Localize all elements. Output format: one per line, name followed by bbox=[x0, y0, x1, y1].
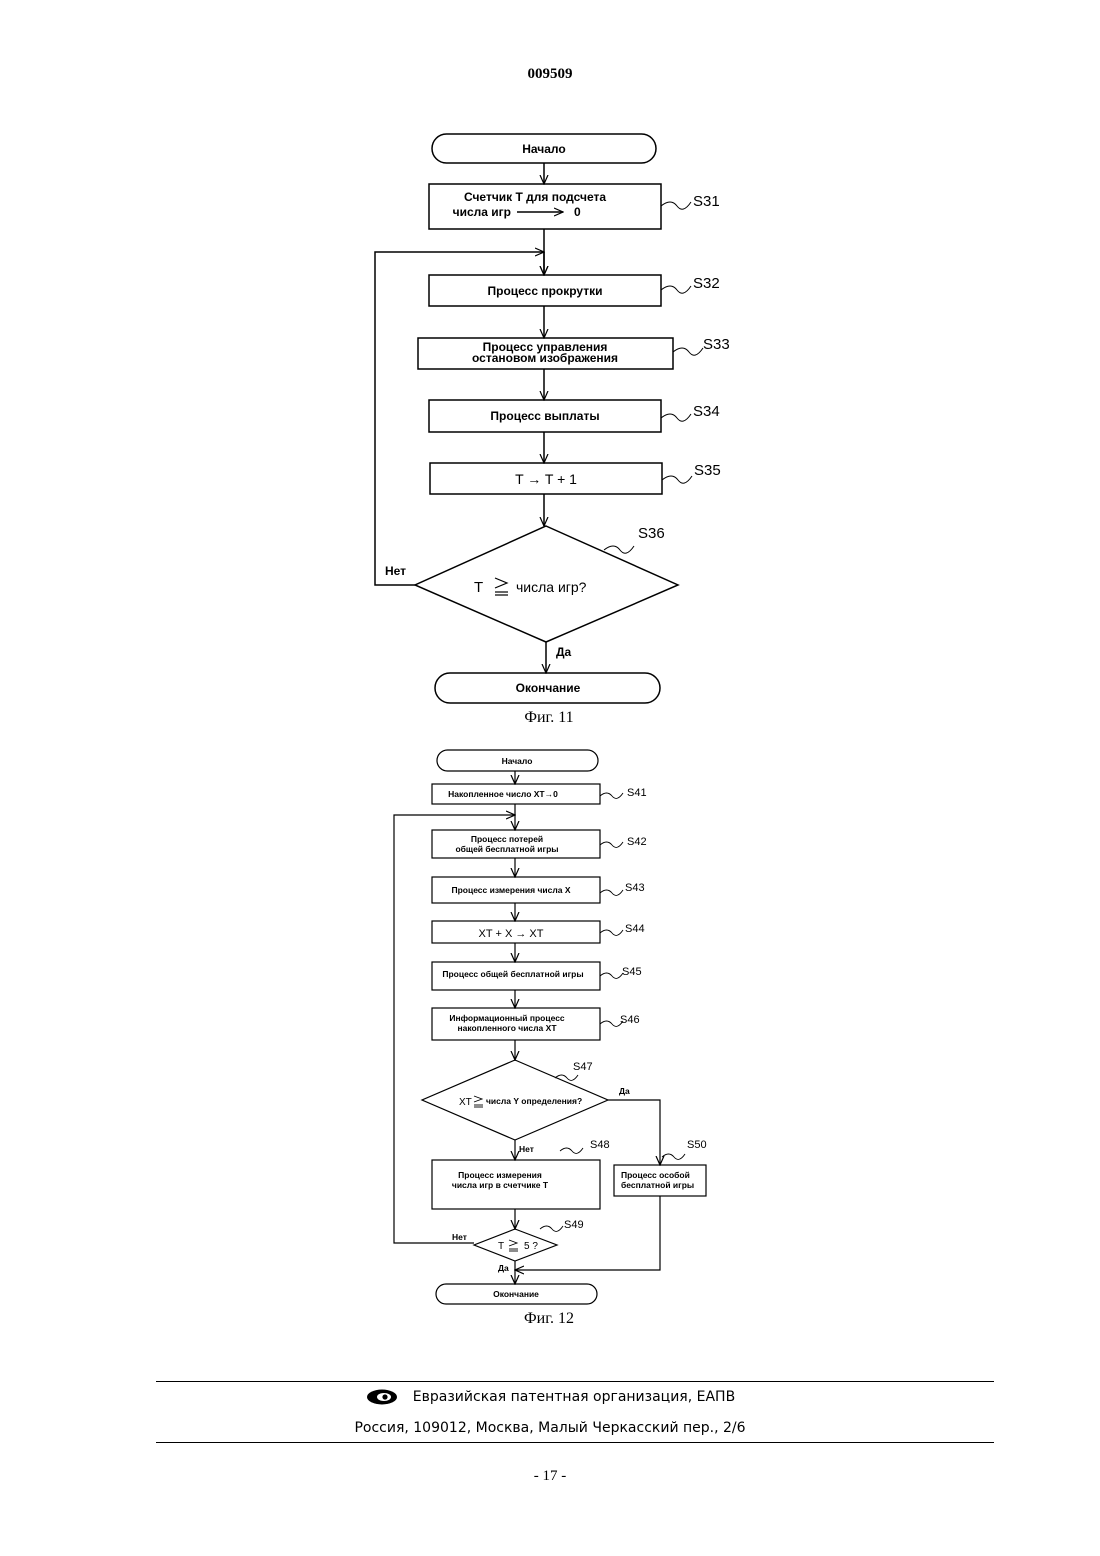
fig11-step-label-s35: S35 bbox=[694, 462, 721, 479]
fig12-s49-t: T bbox=[498, 1241, 504, 1252]
fig11-step-label-s31: S31 bbox=[693, 193, 720, 210]
fig12-step-label-s50: S50 bbox=[687, 1139, 707, 1151]
fig12-s44-label: XT + X → XT bbox=[479, 928, 544, 940]
fig11-s36-question: числа игр? bbox=[516, 579, 587, 595]
fig12-s47-yes-branch bbox=[608, 1100, 660, 1165]
fig11-s31-zero: 0 bbox=[574, 205, 581, 219]
fig11-s32-label: Процесс прокрутки bbox=[487, 284, 602, 298]
footer-bottom-rule bbox=[156, 1442, 994, 1443]
fig12-s49-question: 5 ? bbox=[524, 1241, 538, 1252]
fig12-s47-question: числа Y определения? bbox=[486, 1096, 582, 1106]
fig12-s50-line1: Процесс особой bbox=[621, 1170, 690, 1180]
fig12-end-label: Окончание bbox=[493, 1289, 539, 1299]
footer-address: Россия, 109012, Москва, Малый Черкасский… bbox=[0, 1420, 1100, 1436]
fig12-step-label-s46: S46 bbox=[620, 1014, 640, 1026]
footer-organization: Евразийская патентная организация, ЕАПВ bbox=[0, 1388, 1100, 1406]
fig12-s41-label: Накопленное число XT→0 bbox=[448, 789, 558, 799]
fig12-step-label-s45: S45 bbox=[622, 966, 642, 978]
fig12-s49-decision bbox=[474, 1229, 557, 1261]
fig11-s35-label: T → T + 1 bbox=[515, 471, 577, 487]
fig12-step-label-s48: S48 bbox=[590, 1139, 610, 1151]
fig12-caption: Фиг. 12 bbox=[524, 1310, 574, 1327]
fig12-s47-no-label: Нет bbox=[519, 1144, 534, 1154]
fig12-s43-label: Процесс измерения числа X bbox=[451, 885, 570, 895]
greater-equal-symbol bbox=[495, 578, 508, 595]
fig12-step-label-s42: S42 bbox=[627, 836, 647, 848]
fig12-step-label-s43: S43 bbox=[625, 882, 645, 894]
greater-equal-symbol bbox=[509, 1240, 518, 1251]
fig11-start-label: Начало bbox=[522, 142, 565, 156]
fig11-step-label-s34: S34 bbox=[693, 403, 720, 420]
fig12-s49-no-label: Нет bbox=[452, 1232, 467, 1242]
fig12-s42-line1: Процесс потерей bbox=[471, 834, 543, 844]
fig12-s48-line1: Процесс измерения bbox=[458, 1170, 542, 1180]
fig12-step-label-s47: S47 bbox=[573, 1061, 593, 1073]
fig12-s50-line2: бесплатной игры bbox=[621, 1180, 694, 1190]
fig12-s49-yes-label: Да bbox=[498, 1263, 509, 1273]
fig11-yes-label: Да bbox=[556, 645, 572, 659]
fig12-step-label-s49: S49 bbox=[564, 1219, 584, 1231]
footer-org-name: Евразийская патентная организация, ЕАПВ bbox=[413, 1389, 735, 1405]
fig11-step-label-s32: S32 bbox=[693, 275, 720, 292]
fig12-s47-yes-label: Да bbox=[619, 1086, 630, 1096]
fig12-s50-exit bbox=[515, 1196, 660, 1270]
footer-top-rule bbox=[156, 1381, 994, 1382]
page-number: - 17 - bbox=[0, 1468, 1100, 1485]
fig12-s46-line2: накопленного числа XT bbox=[457, 1023, 557, 1033]
eapo-logo-icon bbox=[365, 1388, 399, 1406]
fig11-s36-t: T bbox=[474, 579, 483, 596]
greater-equal-symbol bbox=[474, 1096, 483, 1107]
fig12-s47-xt: XT bbox=[459, 1097, 472, 1108]
fig12-s42-line2: общей бесплатной игры bbox=[455, 844, 558, 854]
fig12-s48-line2: числа игр в счетчике T bbox=[452, 1180, 549, 1190]
fig12-s45-label: Процесс общей бесплатной игры bbox=[442, 969, 583, 979]
fig11-end-label: Окончание bbox=[516, 681, 581, 695]
fig11-no-label: Нет bbox=[385, 564, 406, 578]
fig11-s34-label: Процесс выплаты bbox=[490, 409, 599, 423]
fig11-s31-line1: Счетчик T для подсчета bbox=[464, 190, 606, 204]
fig11-step-label-s36: S36 bbox=[638, 525, 665, 542]
fig12-step-label-s44: S44 bbox=[625, 923, 645, 935]
fig11-step-label-s33: S33 bbox=[703, 336, 730, 353]
fig11-caption: Фиг. 11 bbox=[524, 709, 573, 726]
fig11-s33-line2: остановом изображения bbox=[472, 351, 618, 365]
fig11-s31-line2: числа игр bbox=[453, 205, 511, 219]
fig12-start-label: Начало bbox=[502, 756, 533, 766]
fig12-step-label-s41: S41 bbox=[627, 787, 647, 799]
fig12-s46-line1: Информационный процесс bbox=[449, 1013, 565, 1023]
